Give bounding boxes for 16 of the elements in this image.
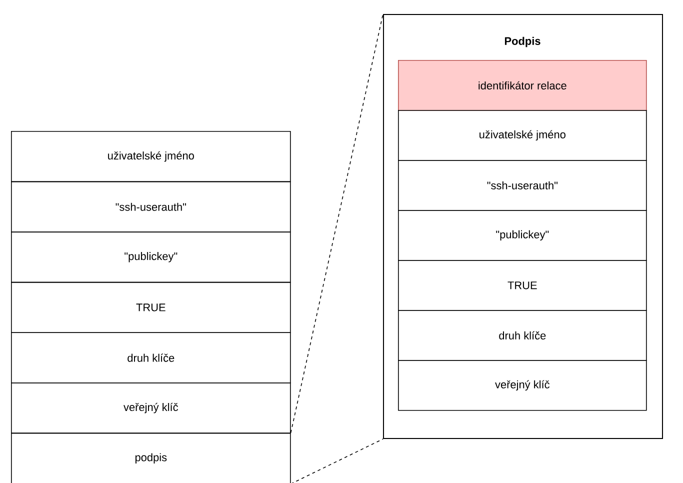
zoom-line	[290, 438, 384, 483]
field-row: druh klíče	[398, 310, 647, 361]
field-row: veřejný klíč	[11, 382, 291, 434]
field-row: "ssh-userauth"	[398, 160, 647, 211]
field-row: "publickey"	[11, 232, 291, 283]
field-row: druh klíče	[11, 332, 291, 384]
field-row: uživatelské jméno	[11, 131, 291, 182]
field-row: uživatelské jméno	[398, 110, 647, 161]
highlighted-row: identifikátor relace	[398, 60, 647, 111]
zoom-line	[290, 14, 384, 434]
field-row: TRUE	[11, 282, 291, 333]
field-row: "publickey"	[398, 210, 647, 261]
field-row: podpis	[11, 432, 291, 483]
field-row: veřejný klíč	[398, 360, 647, 411]
field-row: "ssh-userauth"	[11, 181, 291, 232]
field-row: TRUE	[398, 260, 647, 311]
